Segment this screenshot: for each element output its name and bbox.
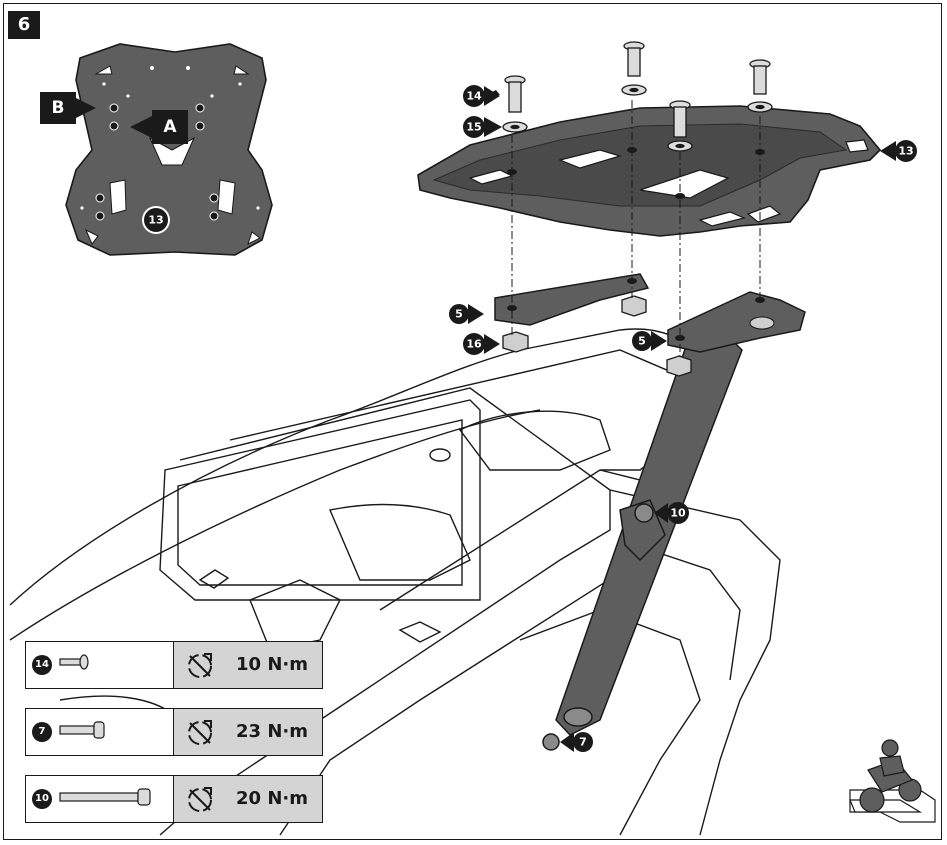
callout-pivot-bolt-upper-label: 10 bbox=[670, 507, 686, 520]
callout-rack-plate-label: 13 bbox=[898, 145, 913, 158]
nut bbox=[502, 295, 692, 377]
bracket-right bbox=[667, 291, 806, 353]
bolt-icon bbox=[59, 654, 89, 670]
callout-rack-plate: 13 bbox=[880, 140, 917, 162]
torque-wrench-icon bbox=[188, 653, 212, 678]
callout-pivot-bolt-lower: 7 bbox=[560, 732, 593, 752]
torque-value: 10 N·m bbox=[236, 654, 308, 675]
motorcycle-rear-outline bbox=[9, 328, 781, 836]
inset-marker-b: B bbox=[40, 92, 96, 124]
callout-bolt-label: 14 bbox=[466, 90, 482, 103]
torque-wrench-icon bbox=[188, 787, 212, 812]
inset-marker-a: A bbox=[130, 110, 188, 144]
bolt-icon bbox=[59, 721, 105, 739]
torque-value: 20 N·m bbox=[236, 788, 308, 809]
callout-bolt: 14 bbox=[463, 85, 500, 107]
alignment-lines bbox=[511, 100, 761, 358]
bolt bbox=[504, 41, 771, 138]
callout-washer: 15 bbox=[463, 116, 502, 138]
torque-row: 7 23 N·m bbox=[25, 708, 323, 756]
torque-part-number: 14 bbox=[32, 655, 52, 675]
inset-part-label: 13 bbox=[148, 214, 163, 227]
inset-marker-a-label: A bbox=[163, 117, 177, 137]
torque-part-number: 10 bbox=[32, 789, 52, 809]
callout-pivot-bolt-upper: 10 bbox=[654, 502, 689, 524]
callout-bracket-right-label: 5 bbox=[638, 335, 646, 348]
callout-washer-label: 15 bbox=[466, 121, 481, 134]
side-strut bbox=[542, 329, 743, 751]
inset-marker-b-label: B bbox=[52, 98, 65, 118]
callout-nut: 16 bbox=[463, 333, 500, 355]
torque-value-cell: 23 N·m bbox=[174, 709, 322, 755]
torque-part-cell: 14 bbox=[26, 642, 174, 688]
torque-value-cell: 20 N·m bbox=[174, 776, 322, 822]
torque-part-number: 7 bbox=[32, 722, 52, 742]
callout-bracket-left: 5 bbox=[449, 304, 484, 324]
torque-row: 14 10 N·m bbox=[25, 641, 323, 689]
torque-value: 23 N·m bbox=[236, 721, 308, 742]
torque-part-cell: 10 bbox=[26, 776, 174, 822]
motorcycle-rider-icon bbox=[849, 739, 936, 823]
washer bbox=[502, 84, 773, 152]
callout-pivot-bolt-lower-label: 7 bbox=[579, 736, 587, 749]
step-number: 6 bbox=[8, 11, 40, 39]
torque-value-cell: 10 N·m bbox=[174, 642, 322, 688]
torque-row: 10 20 N·m bbox=[25, 775, 323, 823]
bolt-icon bbox=[59, 788, 151, 806]
inset-plate-top-view: 13 bbox=[65, 43, 273, 256]
torque-wrench-icon bbox=[188, 720, 212, 745]
page-frame bbox=[3, 3, 942, 840]
callout-nut-label: 16 bbox=[466, 338, 482, 351]
rack-plate bbox=[417, 105, 882, 237]
torque-part-cell: 7 bbox=[26, 709, 174, 755]
callout-bracket-right: 5 bbox=[632, 331, 667, 351]
callout-bracket-left-label: 5 bbox=[455, 308, 463, 321]
